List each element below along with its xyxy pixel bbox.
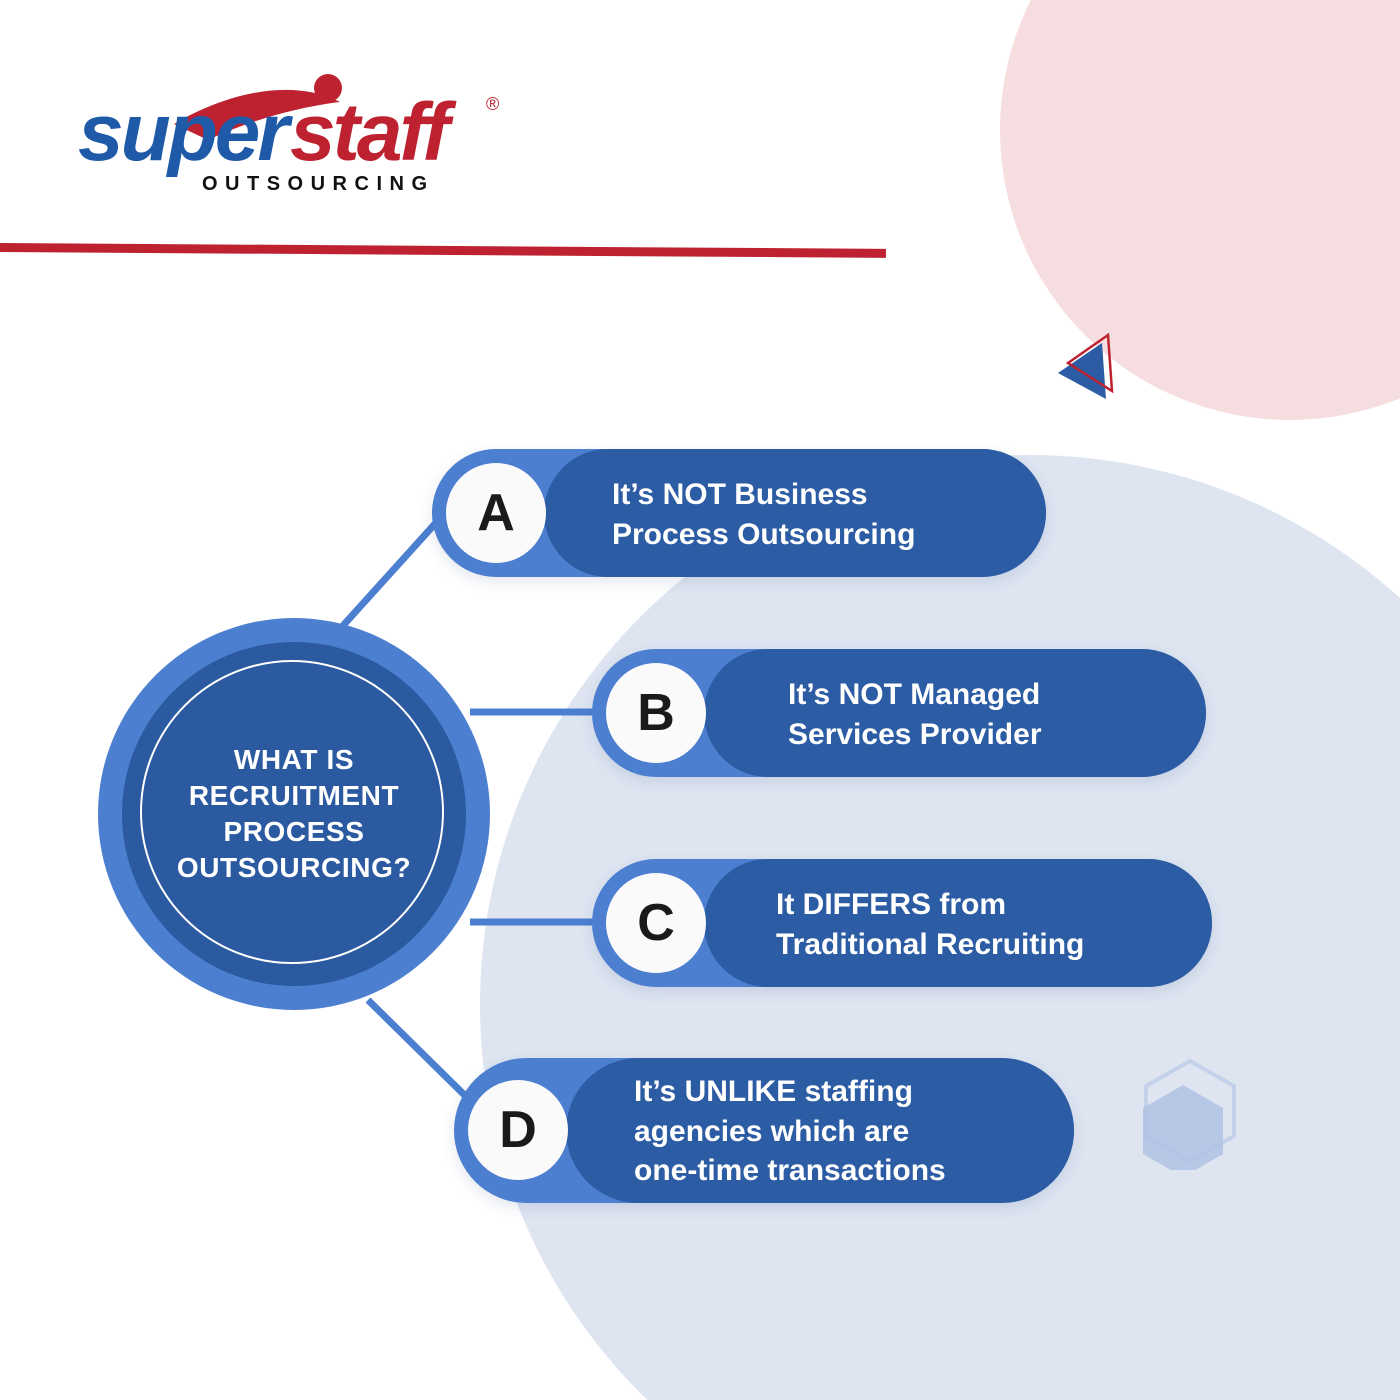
logo-swoosh-icon — [174, 89, 340, 140]
center-hub: WHAT IS RECRUITMENT PROCESS OUTSOURCING? — [98, 618, 490, 1010]
item-b-letter: B — [637, 684, 675, 742]
item-d-text: It’s UNLIKE staffing agencies which are … — [634, 1075, 946, 1188]
hub-title: WHAT IS RECRUITMENT PROCESS OUTSOURCING? — [176, 744, 412, 883]
registered-mark-icon: ® — [486, 94, 499, 114]
item-c-pill-dark — [704, 859, 1212, 987]
logo-word-staff: staff — [290, 87, 457, 178]
item-a-pill-dark — [544, 449, 1046, 577]
item-a-text: It’s NOT Business Process Outsourcing — [612, 478, 916, 551]
red-triangle-outline-icon — [1065, 332, 1114, 394]
item-b-text: It’s NOT Managed Services Provider — [788, 678, 1042, 751]
item-b-pill-dark — [704, 649, 1206, 777]
logo-tagline: OUTSOURCING — [202, 173, 435, 195]
item-a-letter: A — [477, 484, 515, 542]
logo-artwork: super staff ® OUTSOURCING — [78, 74, 499, 195]
hexagon-filled-icon — [1143, 1085, 1223, 1177]
item-d-badge: D — [468, 1080, 568, 1180]
item-b-badge: B — [606, 663, 706, 763]
red-divider-rule — [0, 243, 887, 258]
item-c-badge: C — [606, 873, 706, 973]
item-c-text: It DIFFERS from Traditional Recruiting — [776, 888, 1085, 961]
hexagon-decoration — [1135, 1055, 1250, 1177]
item-d-pill-dark — [566, 1058, 1074, 1203]
item-d-letter: D — [499, 1101, 537, 1159]
hub-hairline-ring — [140, 660, 444, 964]
logo-word-super: super — [78, 87, 293, 178]
superstaff-logo: super staff ® OUTSOURCING — [78, 62, 518, 202]
item-a-badge: A — [446, 463, 546, 563]
item-c-letter: C — [637, 894, 675, 952]
triangle-decoration — [1050, 325, 1130, 405]
